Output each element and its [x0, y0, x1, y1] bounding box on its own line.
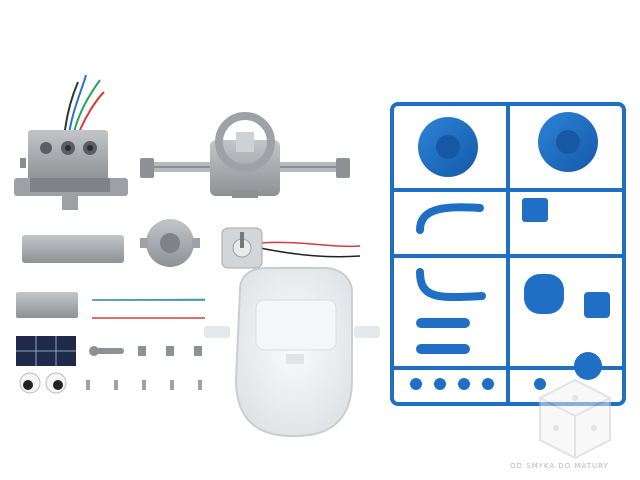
blue-small-parts	[410, 198, 610, 390]
axle-assembly-part	[140, 112, 350, 198]
watermark-logo	[539, 378, 611, 460]
dc-motor-part	[221, 227, 361, 269]
robot-shell-part	[204, 267, 380, 437]
battery-cover-part	[22, 235, 124, 263]
googly-eyes-part	[19, 372, 67, 394]
bracket-part	[16, 292, 78, 318]
blue-arms-part	[416, 203, 486, 301]
solar-panel-part	[16, 336, 76, 366]
loose-wires-part	[91, 298, 206, 319]
gearbox-part	[14, 74, 128, 210]
small-parts	[86, 346, 202, 390]
blue-wheels-part	[418, 112, 598, 177]
pulley-part	[140, 219, 200, 267]
watermark-text: OD SMYKA DO MATURY	[510, 462, 609, 470]
